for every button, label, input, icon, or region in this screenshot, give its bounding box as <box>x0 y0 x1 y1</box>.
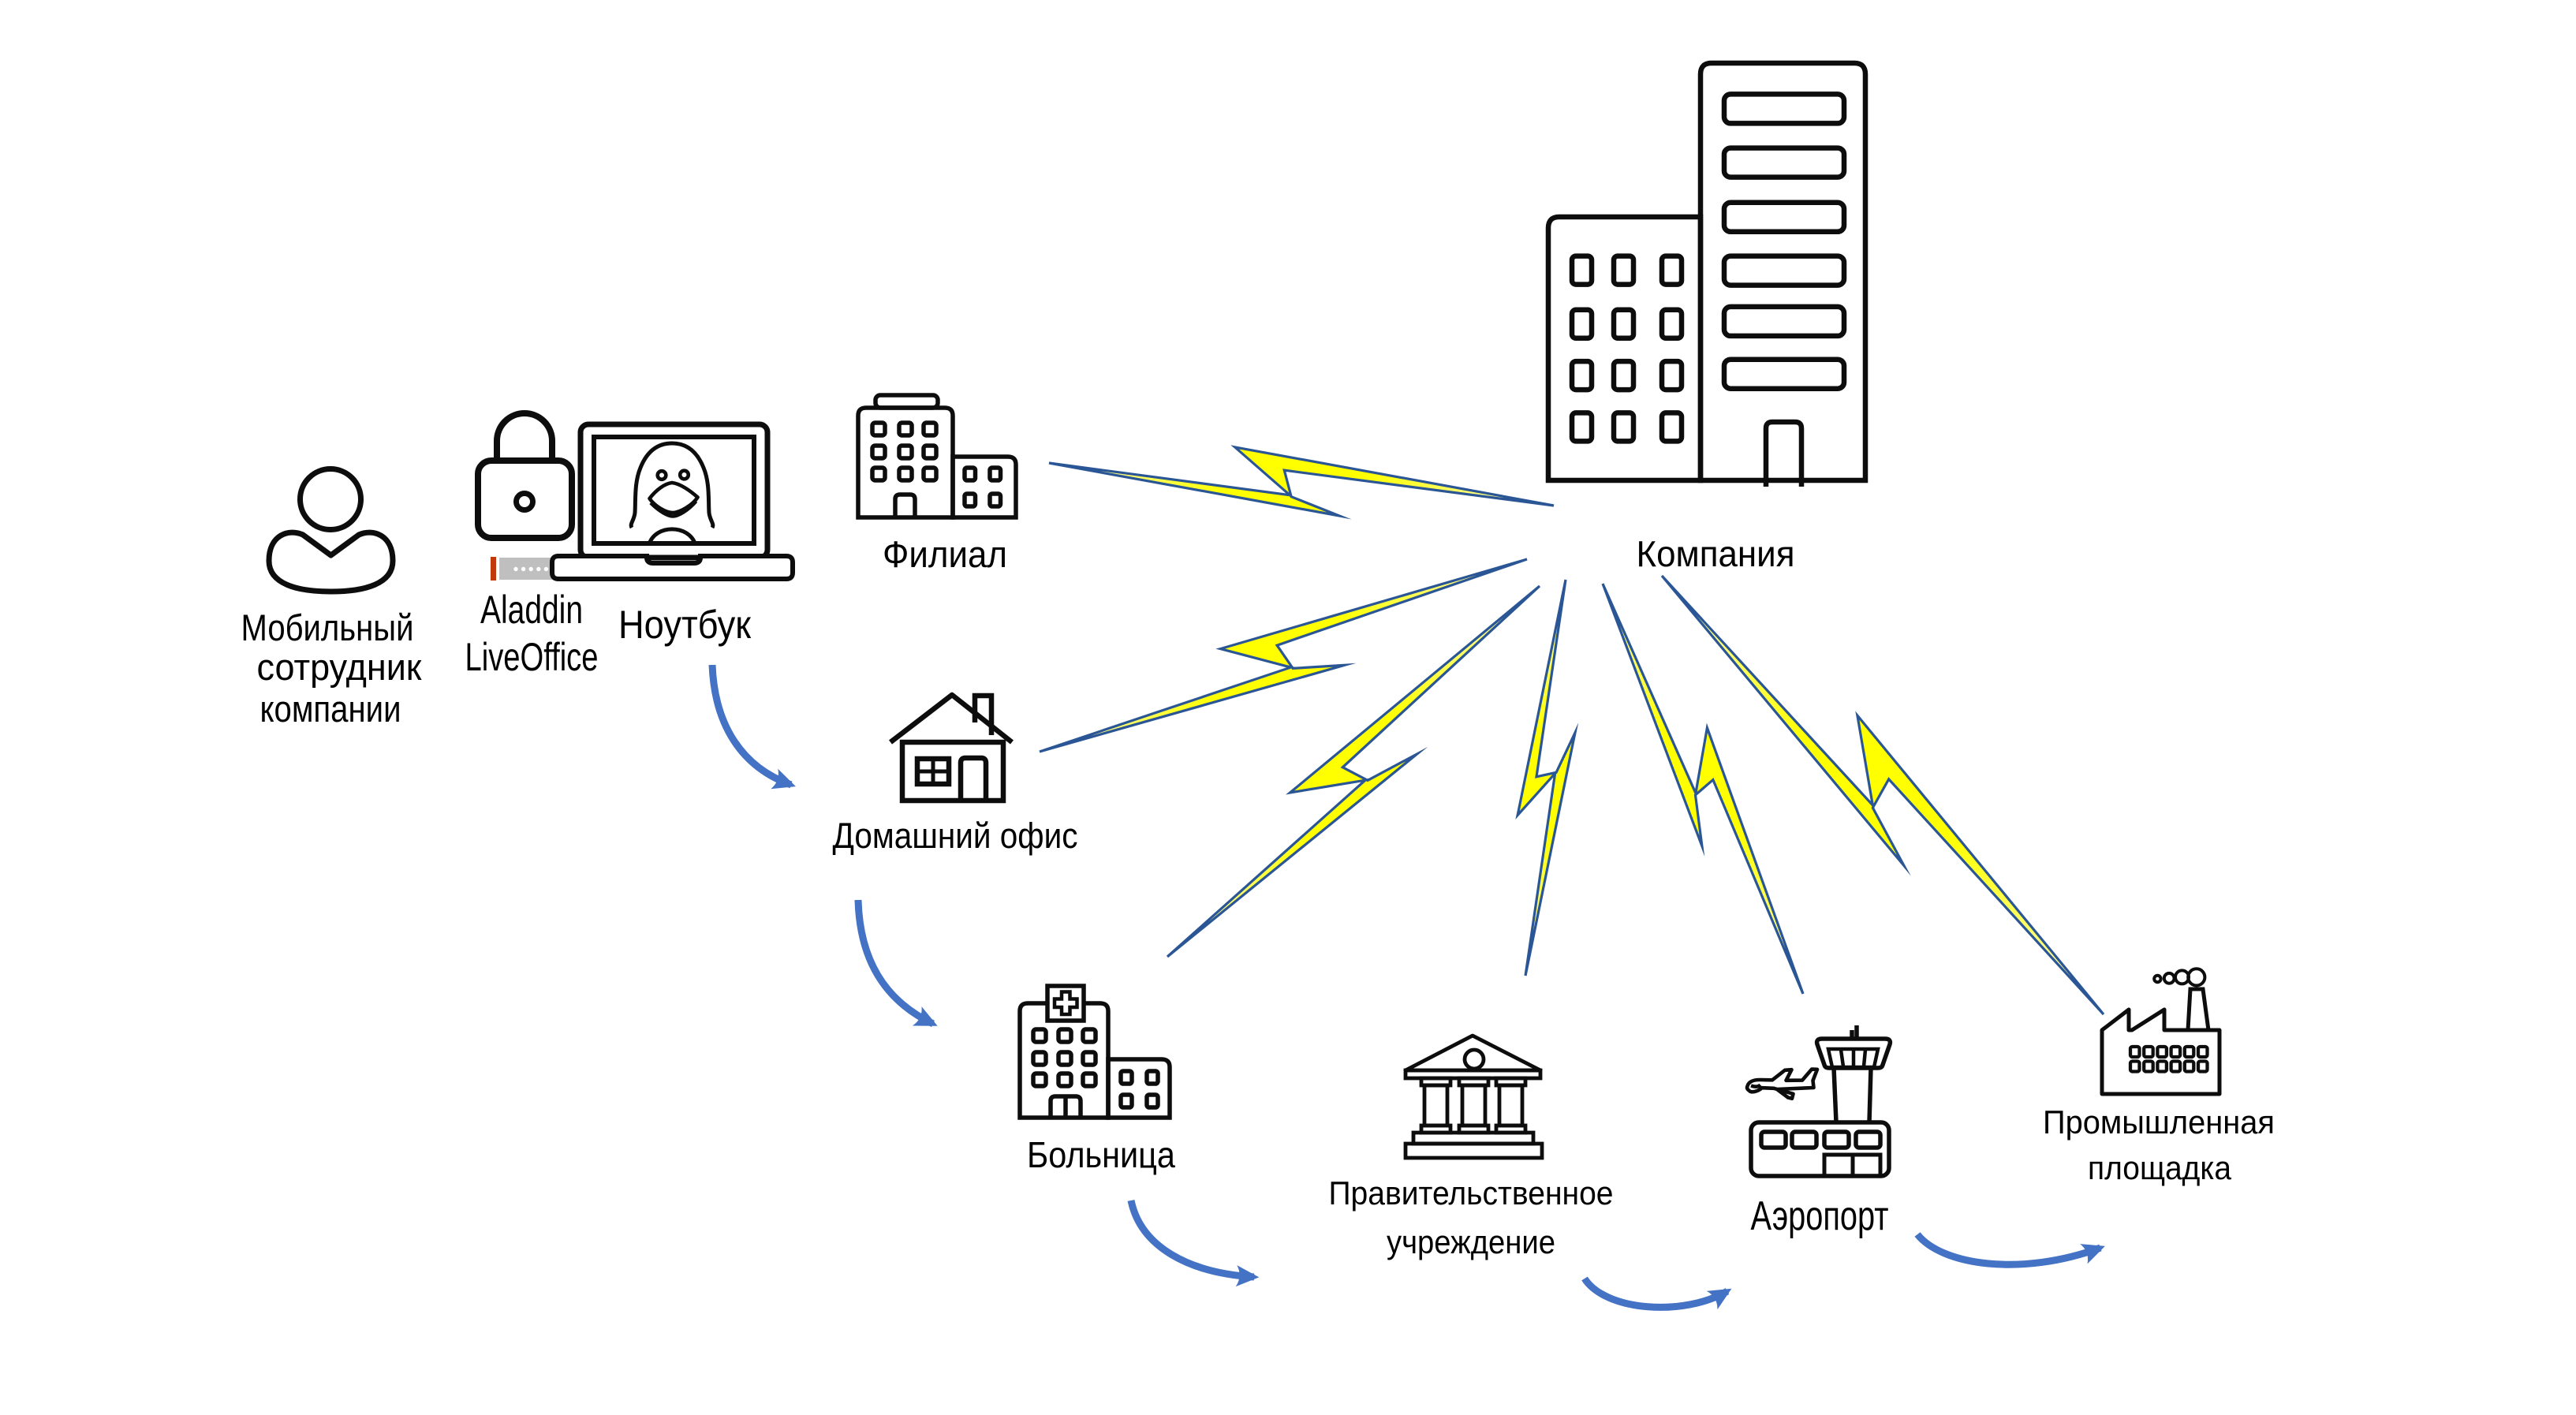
svg-text:Aladdin: Aladdin <box>480 588 583 632</box>
svg-text:Мобильный: Мобильный <box>241 607 414 648</box>
svg-text:Филиал: Филиал <box>883 533 1007 575</box>
svg-text:компании: компании <box>260 688 401 730</box>
svg-text:Компания: Компания <box>1637 533 1795 574</box>
svg-text:учреждение: учреждение <box>1387 1223 1555 1260</box>
svg-text:сотрудник: сотрудник <box>257 646 422 688</box>
svg-text:LiveOffice: LiveOffice <box>465 635 599 679</box>
svg-text:Больница: Больница <box>1027 1134 1175 1175</box>
svg-text:Ноутбук: Ноутбук <box>618 603 752 647</box>
svg-text:Правительственное: Правительственное <box>1329 1174 1614 1212</box>
svg-text:площадка: площадка <box>2088 1149 2232 1186</box>
svg-text:Домашний офис: Домашний офис <box>833 816 1078 856</box>
svg-text:Промышленная: Промышленная <box>2043 1103 2275 1141</box>
svg-text:Аэропорт: Аэропорт <box>1751 1193 1889 1239</box>
